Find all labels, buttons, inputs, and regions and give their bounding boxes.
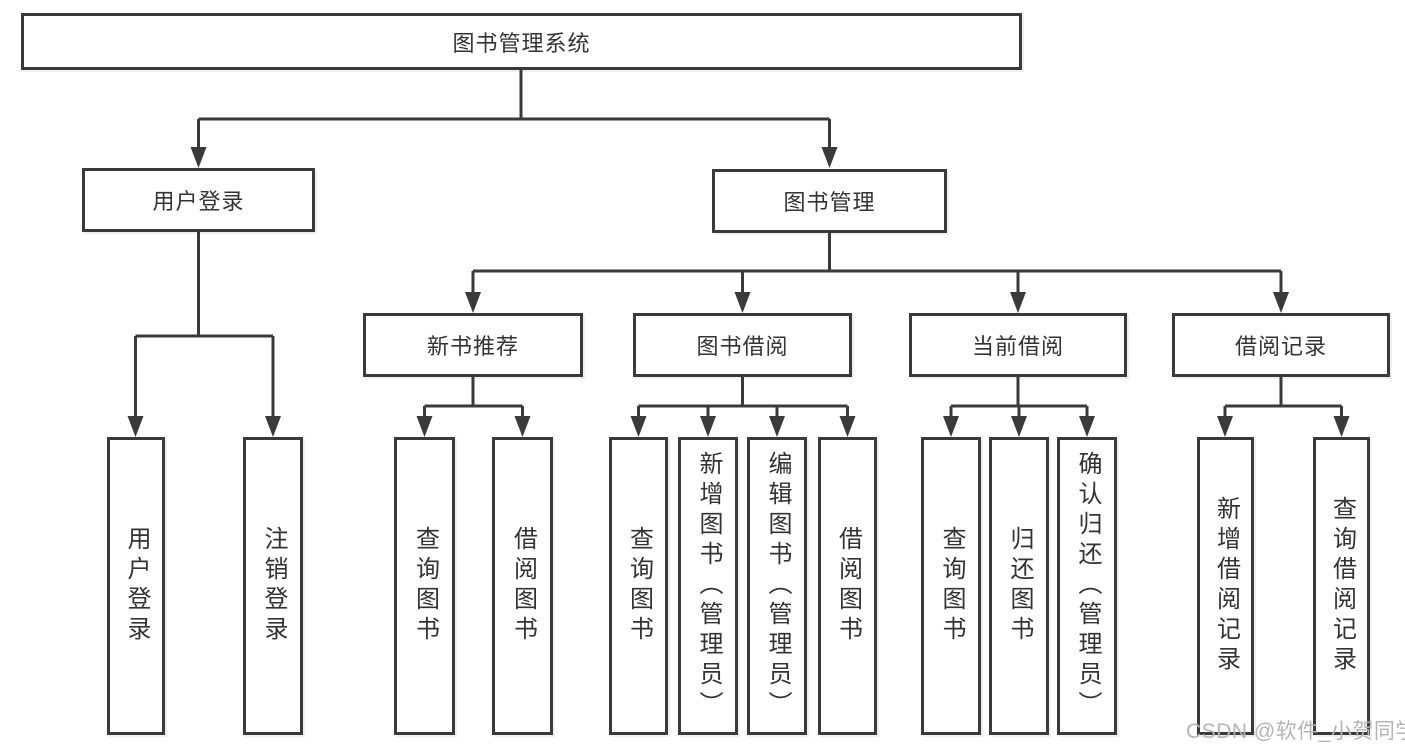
node-label: 用户登录 — [152, 189, 245, 214]
node-nb-query-books: 查询图书 — [394, 437, 455, 735]
node-label: 用户登录 — [123, 526, 150, 646]
node-label: 图书借阅 — [696, 334, 789, 359]
node-label: 当前借阅 — [971, 334, 1064, 359]
node-label: 图书管理 — [783, 190, 876, 215]
node-label: 编辑图书（管理员） — [764, 451, 791, 721]
node-label: 查询图书 — [625, 526, 653, 646]
node-bb-query-books: 查询图书 — [609, 437, 668, 735]
node-book-management: 图书管理 — [712, 169, 947, 233]
node-label: 新书推荐 — [426, 334, 519, 359]
node-user-login-leaf: 用户登录 — [107, 437, 165, 735]
node-user-login: 用户登录 — [82, 168, 315, 232]
connector-lines — [134, 69, 1343, 420]
node-label: 借阅图书 — [509, 526, 537, 646]
node-bb-edit-books-admin: 编辑图书（管理员） — [747, 437, 807, 735]
node-borrowing-records: 借阅记录 — [1172, 313, 1390, 377]
node-label: 查询图书 — [411, 526, 439, 646]
node-label: 注销登录 — [260, 526, 287, 646]
node-label: 归还图书 — [1006, 526, 1033, 646]
node-label: 图书管理系统 — [452, 30, 591, 56]
watermark: CSDN @软件_小贺同学 — [1186, 720, 1405, 743]
node-bb-add-books-admin: 新增图书（管理员） — [678, 437, 738, 735]
node-cb-return-books: 归还图书 — [989, 437, 1049, 735]
node-label: 确认归还（管理员） — [1074, 451, 1101, 721]
node-label: 新增借阅记录 — [1212, 496, 1240, 676]
node-label: 查询图书 — [938, 526, 965, 646]
node-current-borrowing: 当前借阅 — [909, 313, 1127, 377]
node-label: 查询借阅记录 — [1328, 496, 1356, 676]
node-label: 新增图书（管理员） — [695, 451, 722, 721]
node-bb-borrow-books: 借阅图书 — [818, 437, 877, 735]
node-logout: 注销登录 — [243, 437, 303, 735]
node-book-borrowing: 图书借阅 — [633, 313, 852, 377]
node-cb-query-books: 查询图书 — [921, 437, 981, 735]
node-cb-confirm-return-admin: 确认归还（管理员） — [1057, 437, 1117, 735]
node-br-query-record: 查询借阅记录 — [1313, 437, 1370, 735]
node-br-add-record: 新增借阅记录 — [1197, 437, 1254, 735]
node-nb-borrow-books: 借阅图书 — [492, 437, 553, 735]
node-new-book-recommend: 新书推荐 — [363, 313, 583, 377]
node-label: 借阅图书 — [834, 526, 862, 646]
node-label: 借阅记录 — [1234, 334, 1327, 359]
node-root: 图书管理系统 — [21, 13, 1022, 70]
connector-arrowheads — [127, 147, 1350, 437]
